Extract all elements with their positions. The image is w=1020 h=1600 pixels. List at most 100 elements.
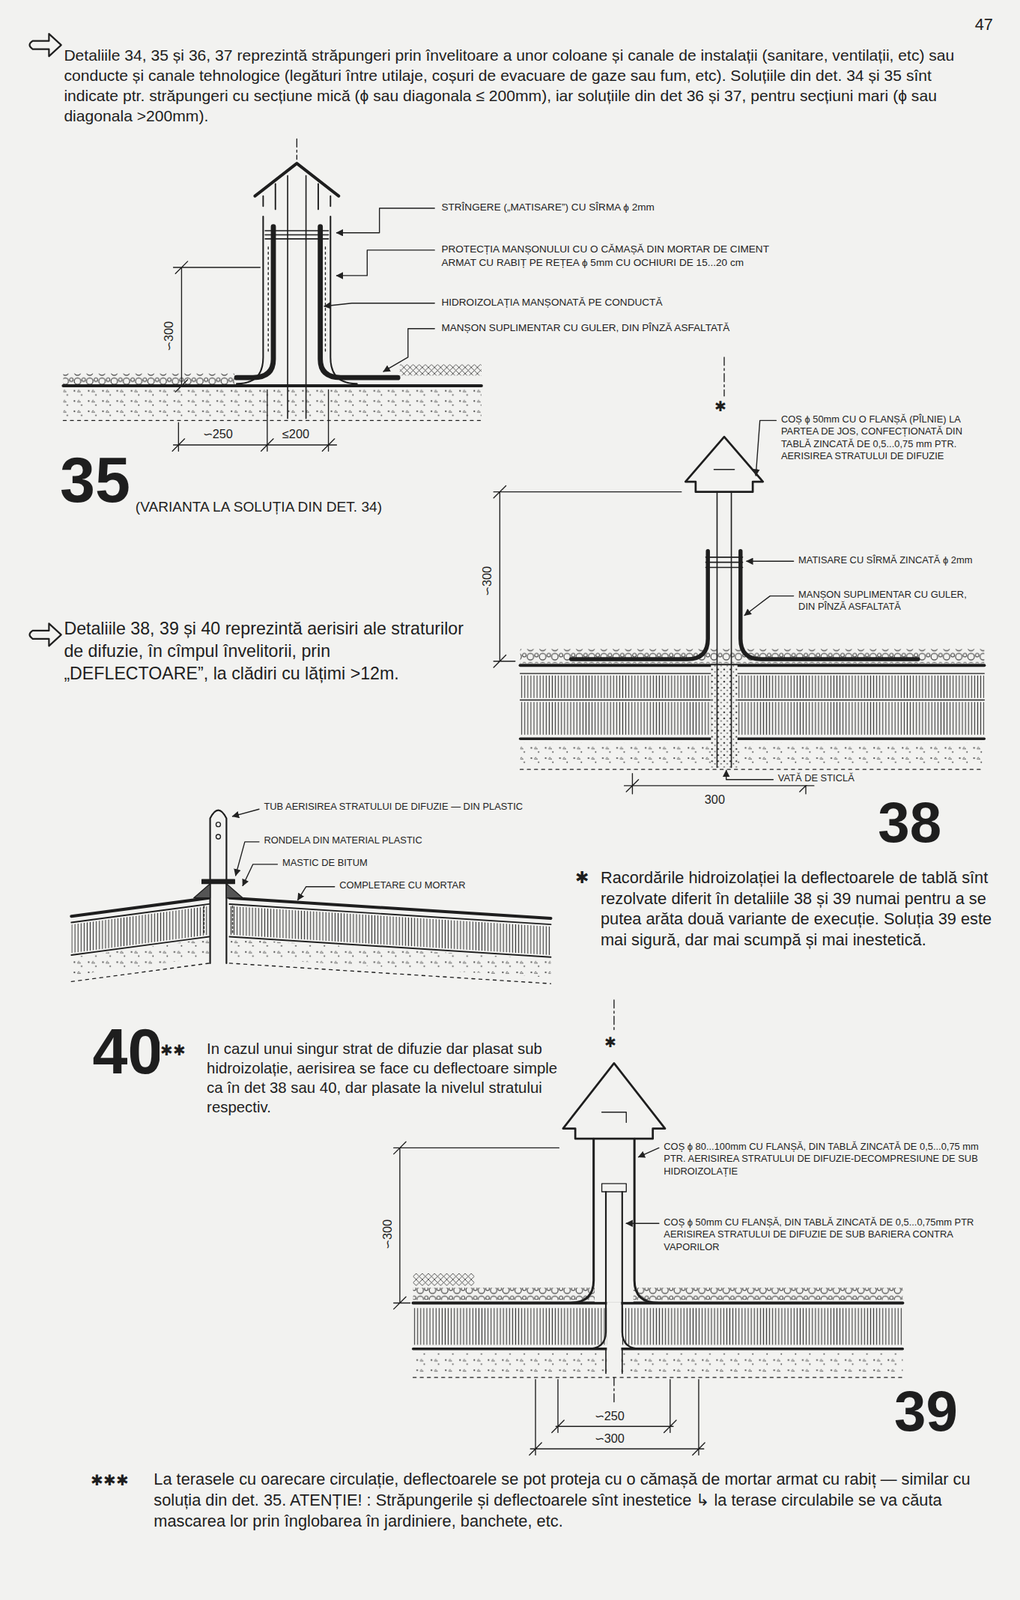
note-marker: ✱✱ (159, 1040, 187, 1060)
footnote: In cazul unui singur strat de difuzie da… (205, 1038, 569, 1117)
drawing-path (638, 1147, 660, 1157)
drawing-path (336, 208, 435, 233)
drawing-rect (62, 387, 481, 419)
callout-label: MANȘON SUPLIMENTAR CU GULER, DIN PÎNZĂ A… (440, 321, 731, 335)
drawing-path (551, 1379, 677, 1433)
drawing-path (71, 897, 551, 919)
dimension: ∽300 (379, 1217, 396, 1250)
drawing-path (242, 864, 278, 886)
drawing-path (520, 737, 985, 740)
drawing-path (520, 663, 985, 667)
drawing-path (262, 183, 331, 209)
drawing-path (71, 963, 551, 984)
drawing-path (605, 1348, 623, 1374)
drawing-path (713, 468, 734, 470)
drawing-rect (710, 665, 737, 767)
drawing-path (210, 810, 227, 964)
drawing-rect (62, 373, 235, 385)
drawing-path (71, 903, 551, 958)
intro-note: Detaliile 34, 35 și 36, 37 reprezintă st… (62, 44, 987, 126)
note-marker: ✱✱✱ (89, 1470, 130, 1490)
drawing-path (706, 557, 743, 568)
detail-number: 40 (92, 1020, 165, 1083)
drawing-path (336, 250, 435, 276)
drawing-circle (215, 822, 221, 827)
drawing-path (744, 596, 794, 616)
drawing-path (287, 175, 307, 418)
drawing-path (320, 226, 399, 379)
drawing-path (62, 384, 481, 388)
drawing-path (298, 886, 335, 901)
drawing-path (193, 883, 243, 898)
drawing-rect (520, 742, 985, 766)
drawing-path (602, 1112, 627, 1123)
drawing-path (296, 138, 298, 159)
drawing-path (62, 420, 481, 421)
drawing-path (330, 216, 357, 384)
drawing-rect (520, 675, 985, 698)
drawing-path (613, 999, 615, 1033)
callout-label: TUB AERISIREA STRATULUI DE DIFUZIE — DIN… (262, 800, 524, 814)
drawing-path (520, 768, 985, 770)
callout-label: HIDROIZOLAȚIA MANȘONATĂ PE CONDUCTĂ (440, 295, 663, 309)
callout-label: COȘ ϕ 80...100mm CU FLANȘĂ, DIN TABLĂ ZI… (662, 1140, 990, 1179)
detail-number: 38 (876, 793, 943, 851)
drawing-rect (606, 1301, 621, 1373)
drawing-path (29, 623, 61, 646)
detail-number: 35 (59, 448, 132, 512)
drawing-path (235, 841, 260, 876)
drawing-rect (413, 1352, 904, 1373)
drawing-polygon (71, 938, 209, 976)
callout-label: COȘ ϕ 50mm CU O FLANȘĂ (PÎLNIE) LA PARTE… (780, 413, 990, 463)
drawing-path (255, 163, 340, 197)
drawing-path (172, 438, 337, 451)
drawing-path (202, 879, 236, 883)
drawing-path (383, 328, 435, 372)
dimension: ≤200 (281, 426, 311, 442)
drawing-rect (413, 1287, 904, 1300)
drawing-path (563, 1062, 666, 1139)
drawing-polygon (229, 938, 551, 978)
drawing-path (746, 560, 794, 562)
dimension: ∽300 (593, 1430, 626, 1447)
drawing-path (716, 492, 731, 768)
dimension: 300 (703, 791, 726, 808)
drawing-path (726, 770, 774, 780)
drawing-path (236, 216, 263, 384)
callout-label: RONDELA DIN MATERIAL PLASTIC (262, 834, 423, 848)
drawing-path (723, 357, 725, 397)
detail-40-drawing (71, 808, 551, 984)
drawing-path (626, 1222, 660, 1224)
detail-number: 39 (893, 1382, 959, 1440)
note-marker: ✱ (713, 397, 728, 416)
drawing-rect (413, 1307, 904, 1345)
drawing-path (602, 1183, 627, 1192)
page-number: 47 (974, 14, 994, 36)
callout-label: MATISARE CU SÎRMĂ ZINCATĂ ϕ 2mm (797, 554, 973, 567)
section-note: Detaliile 38, 39 și 40 reprezintă aerisi… (62, 617, 472, 685)
dimension: ∽300 (161, 320, 177, 352)
detail-35-drawing (62, 138, 481, 451)
note-marker: ✱ (574, 867, 590, 889)
drawing-path (173, 261, 261, 392)
dimension: ∽250 (593, 1407, 626, 1424)
drawing-path (685, 436, 764, 493)
callout-label: STRÎNGERE („MATISARE”) CU SÎRMA ϕ 2mm (440, 200, 656, 214)
drawing-path (29, 33, 61, 57)
drawing-path (520, 673, 985, 700)
drawing-path (438, 1138, 594, 1303)
callout-label: PROTECȚIA MANȘONULUI CU O CĂMAȘĂ DIN MOR… (440, 242, 778, 269)
detail-caption: (VARIANTA LA SOLUȚIA DIN DET. 34) (134, 498, 383, 516)
callout-label: COMPLETARE CU MORTAR (338, 879, 466, 892)
callout-label: MANȘON SUPLIMENTAR CU GULER, DIN PÎNZĂ A… (797, 588, 987, 614)
dimension: ∽300 (479, 565, 496, 597)
drawing-rect (520, 701, 985, 735)
drawing-path (529, 1379, 705, 1456)
callout-label: VATĂ DE STICLĂ (777, 772, 856, 785)
drawing-path (268, 247, 326, 352)
drawing-path (265, 230, 329, 239)
footnote: Racordările hidroizolației la deflectoar… (599, 867, 993, 952)
drawing-rect (594, 1138, 634, 1302)
